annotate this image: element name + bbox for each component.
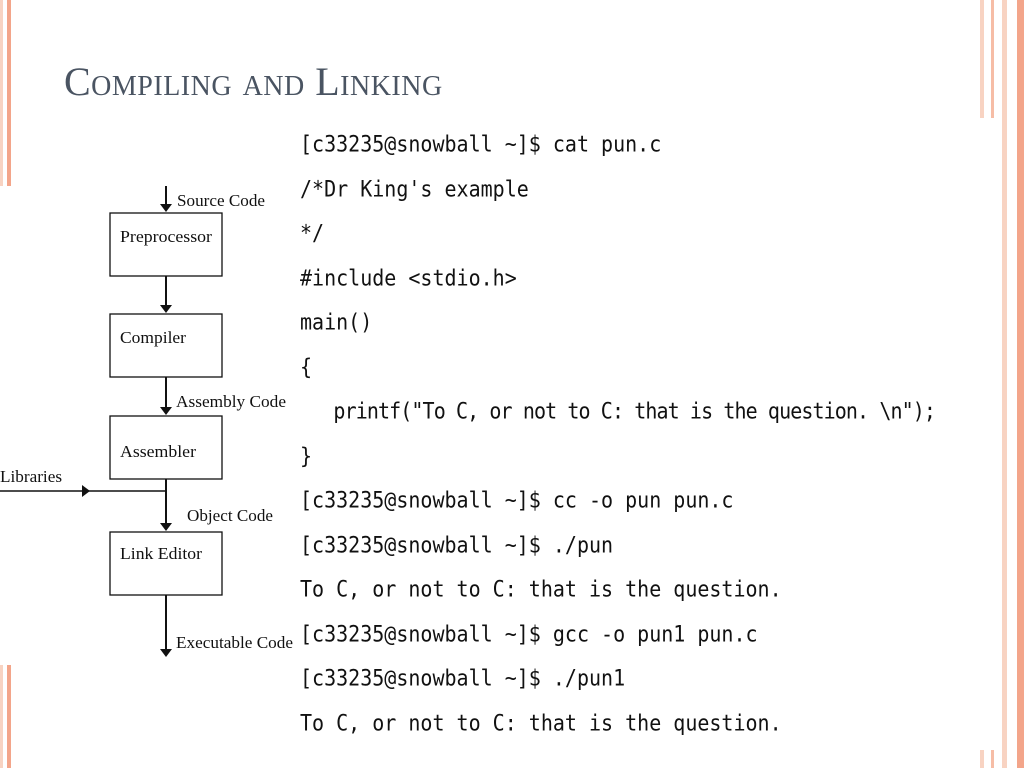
accent-stripe-left-top-2: [7, 0, 11, 186]
slide-title: Compiling and Linking: [64, 59, 443, 104]
link-editor-box: [109, 531, 223, 596]
assembler-label: Assembler: [120, 442, 196, 461]
object-code-label: Object Code: [187, 506, 273, 525]
libraries-label: Libraries: [0, 467, 62, 486]
terminal-line: #include <stdio.h>: [300, 264, 517, 291]
terminal-line: [c33235@snowball ~]$ cc -o pun pun.c: [300, 486, 734, 514]
accent-stripe-left-bottom-2: [7, 665, 11, 768]
assembly-code-label: Assembly Code: [176, 392, 286, 411]
source-code-label: Source Code: [177, 191, 265, 210]
terminal-line: */: [300, 219, 325, 247]
accent-stripe-right-thin: [991, 0, 994, 118]
compile-pipeline-diagram: Source Code Preprocessor Compiler Assemb…: [0, 186, 293, 657]
executable-code-label: Executable Code: [176, 633, 293, 652]
terminal-line: [c33235@snowball ~]$ ./pun: [300, 531, 614, 558]
terminal-line: /*Dr King's example: [300, 175, 529, 202]
terminal-line: main(): [300, 308, 373, 336]
accent-stripe-right-mid: [980, 0, 984, 118]
accent-stripe-right-thin-bottom: [991, 740, 994, 768]
accent-stripe-right-mid-bottom: [980, 740, 984, 768]
terminal-line: [c33235@snowball ~]$ gcc -o pun1 pun.c: [300, 620, 758, 647]
accent-stripe-left-top: [0, 0, 3, 186]
accent-stripe-right-inner: [1002, 0, 1007, 768]
terminal-transcript: [c33235@snowball ~]$ cat pun.c /*Dr King…: [300, 122, 1000, 750]
terminal-line: To C, or not to C: that is the question.: [300, 709, 782, 736]
accent-stripe-right-outer: [1017, 0, 1024, 768]
terminal-line: To C, or not to C: that is the question.: [300, 575, 782, 603]
terminal-line: [c33235@snowball ~]$ ./pun1: [300, 664, 626, 692]
preprocessor-box: [109, 212, 223, 277]
terminal-line: {: [300, 353, 313, 380]
terminal-line: [c33235@snowball ~]$ cat pun.c: [300, 130, 662, 158]
terminal-line: printf("To C, or not to C: that is the q…: [300, 397, 936, 425]
accent-stripe-left-bottom: [0, 665, 3, 768]
link-editor-label: Link Editor: [120, 544, 202, 563]
preprocessor-label: Preprocessor: [120, 227, 212, 246]
compiler-label: Compiler: [120, 328, 186, 347]
terminal-line: }: [300, 442, 313, 469]
